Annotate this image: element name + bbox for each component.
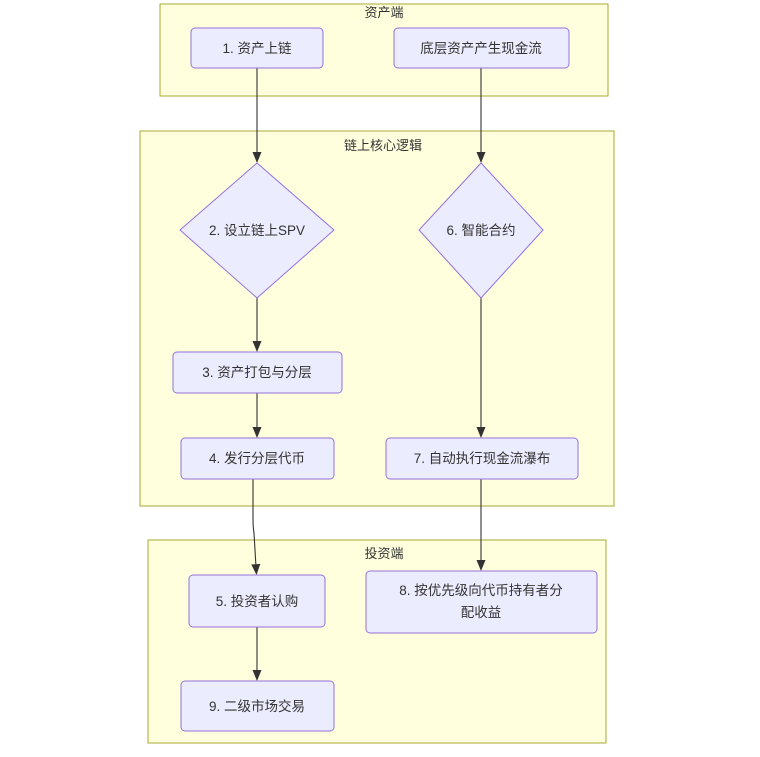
node-investor-subscription-label: 5. 投资者认购 (216, 594, 299, 609)
cluster-investor-side-label: 投资端 (364, 546, 403, 561)
edge-n3-n4 (252, 393, 262, 438)
edge-n2-n3 (252, 298, 262, 352)
edge-n5-n9 (252, 627, 262, 681)
cluster-asset-side-label: 资产端 (364, 5, 403, 20)
node-asset-onchain-label: 1. 资产上链 (222, 41, 292, 56)
node-asset-onchain-shape[interactable] (190, 27, 324, 69)
node-auto-cashflow-waterfall[interactable]: 7. 自动执行现金流瀑布 (385, 437, 579, 480)
node-setup-onchain-spv[interactable]: 2. 设立链上SPV (179, 162, 335, 299)
node-underlying-asset-cashflow[interactable]: 底层资产产生现金流 (393, 27, 570, 69)
edge-n1-n2 (252, 68, 262, 163)
node-underlying-asset-cashflow-shape[interactable] (393, 27, 570, 69)
edge-n6-n7 (476, 298, 486, 438)
node-setup-onchain-spv-label: 2. 设立链上SPV (209, 223, 305, 238)
node-secondary-market-trading[interactable]: 9. 二级市场交易 (180, 680, 335, 732)
edge-n4-n5 (251, 479, 261, 575)
node-asset-packaging-tranching-shape[interactable] (172, 351, 343, 394)
edge-n7-n8 (476, 479, 486, 571)
node-issue-tranche-tokens-shape[interactable] (180, 437, 335, 480)
node-distribute-returns-by-seniority[interactable]: 8. 按优先级向代币持有者分 配收益 (365, 570, 598, 634)
node-underlying-asset-cashflow-label: 底层资产产生现金流 (420, 41, 542, 56)
cluster-onchain-core-label: 链上核心逻辑 (344, 138, 422, 153)
node-distribute-returns-by-seniority-label-line1: 8. 按优先级向代币持有者分 (399, 583, 563, 598)
node-setup-onchain-spv-shape[interactable] (179, 162, 335, 299)
node-distribute-returns-by-seniority-shape[interactable] (365, 570, 598, 634)
node-asset-onchain[interactable]: 1. 资产上链 (190, 27, 324, 69)
node-auto-cashflow-waterfall-label: 7. 自动执行现金流瀑布 (414, 451, 551, 466)
node-investor-subscription[interactable]: 5. 投资者认购 (188, 574, 326, 628)
node-smart-contract-label: 6. 智能合约 (446, 223, 515, 238)
node-auto-cashflow-waterfall-shape[interactable] (385, 437, 579, 480)
node-smart-contract-shape[interactable] (418, 162, 544, 299)
node-investor-subscription-shape[interactable] (188, 574, 326, 628)
node-distribute-returns-by-seniority-label-line2: 配收益 (461, 605, 502, 620)
node-asset-packaging-tranching-label: 3. 资产打包与分层 (202, 364, 312, 380)
node-issue-tranche-tokens[interactable]: 4. 发行分层代币 (180, 437, 335, 480)
edge-n6src-n6 (476, 68, 486, 163)
node-asset-packaging-tranching[interactable]: 3. 资产打包与分层 (172, 351, 343, 394)
node-smart-contract[interactable]: 6. 智能合约 (418, 162, 544, 299)
node-secondary-market-trading-label: 9. 二级市场交易 (209, 698, 305, 714)
node-issue-tranche-tokens-label: 4. 发行分层代币 (209, 451, 305, 466)
node-secondary-market-trading-shape[interactable] (180, 680, 335, 732)
